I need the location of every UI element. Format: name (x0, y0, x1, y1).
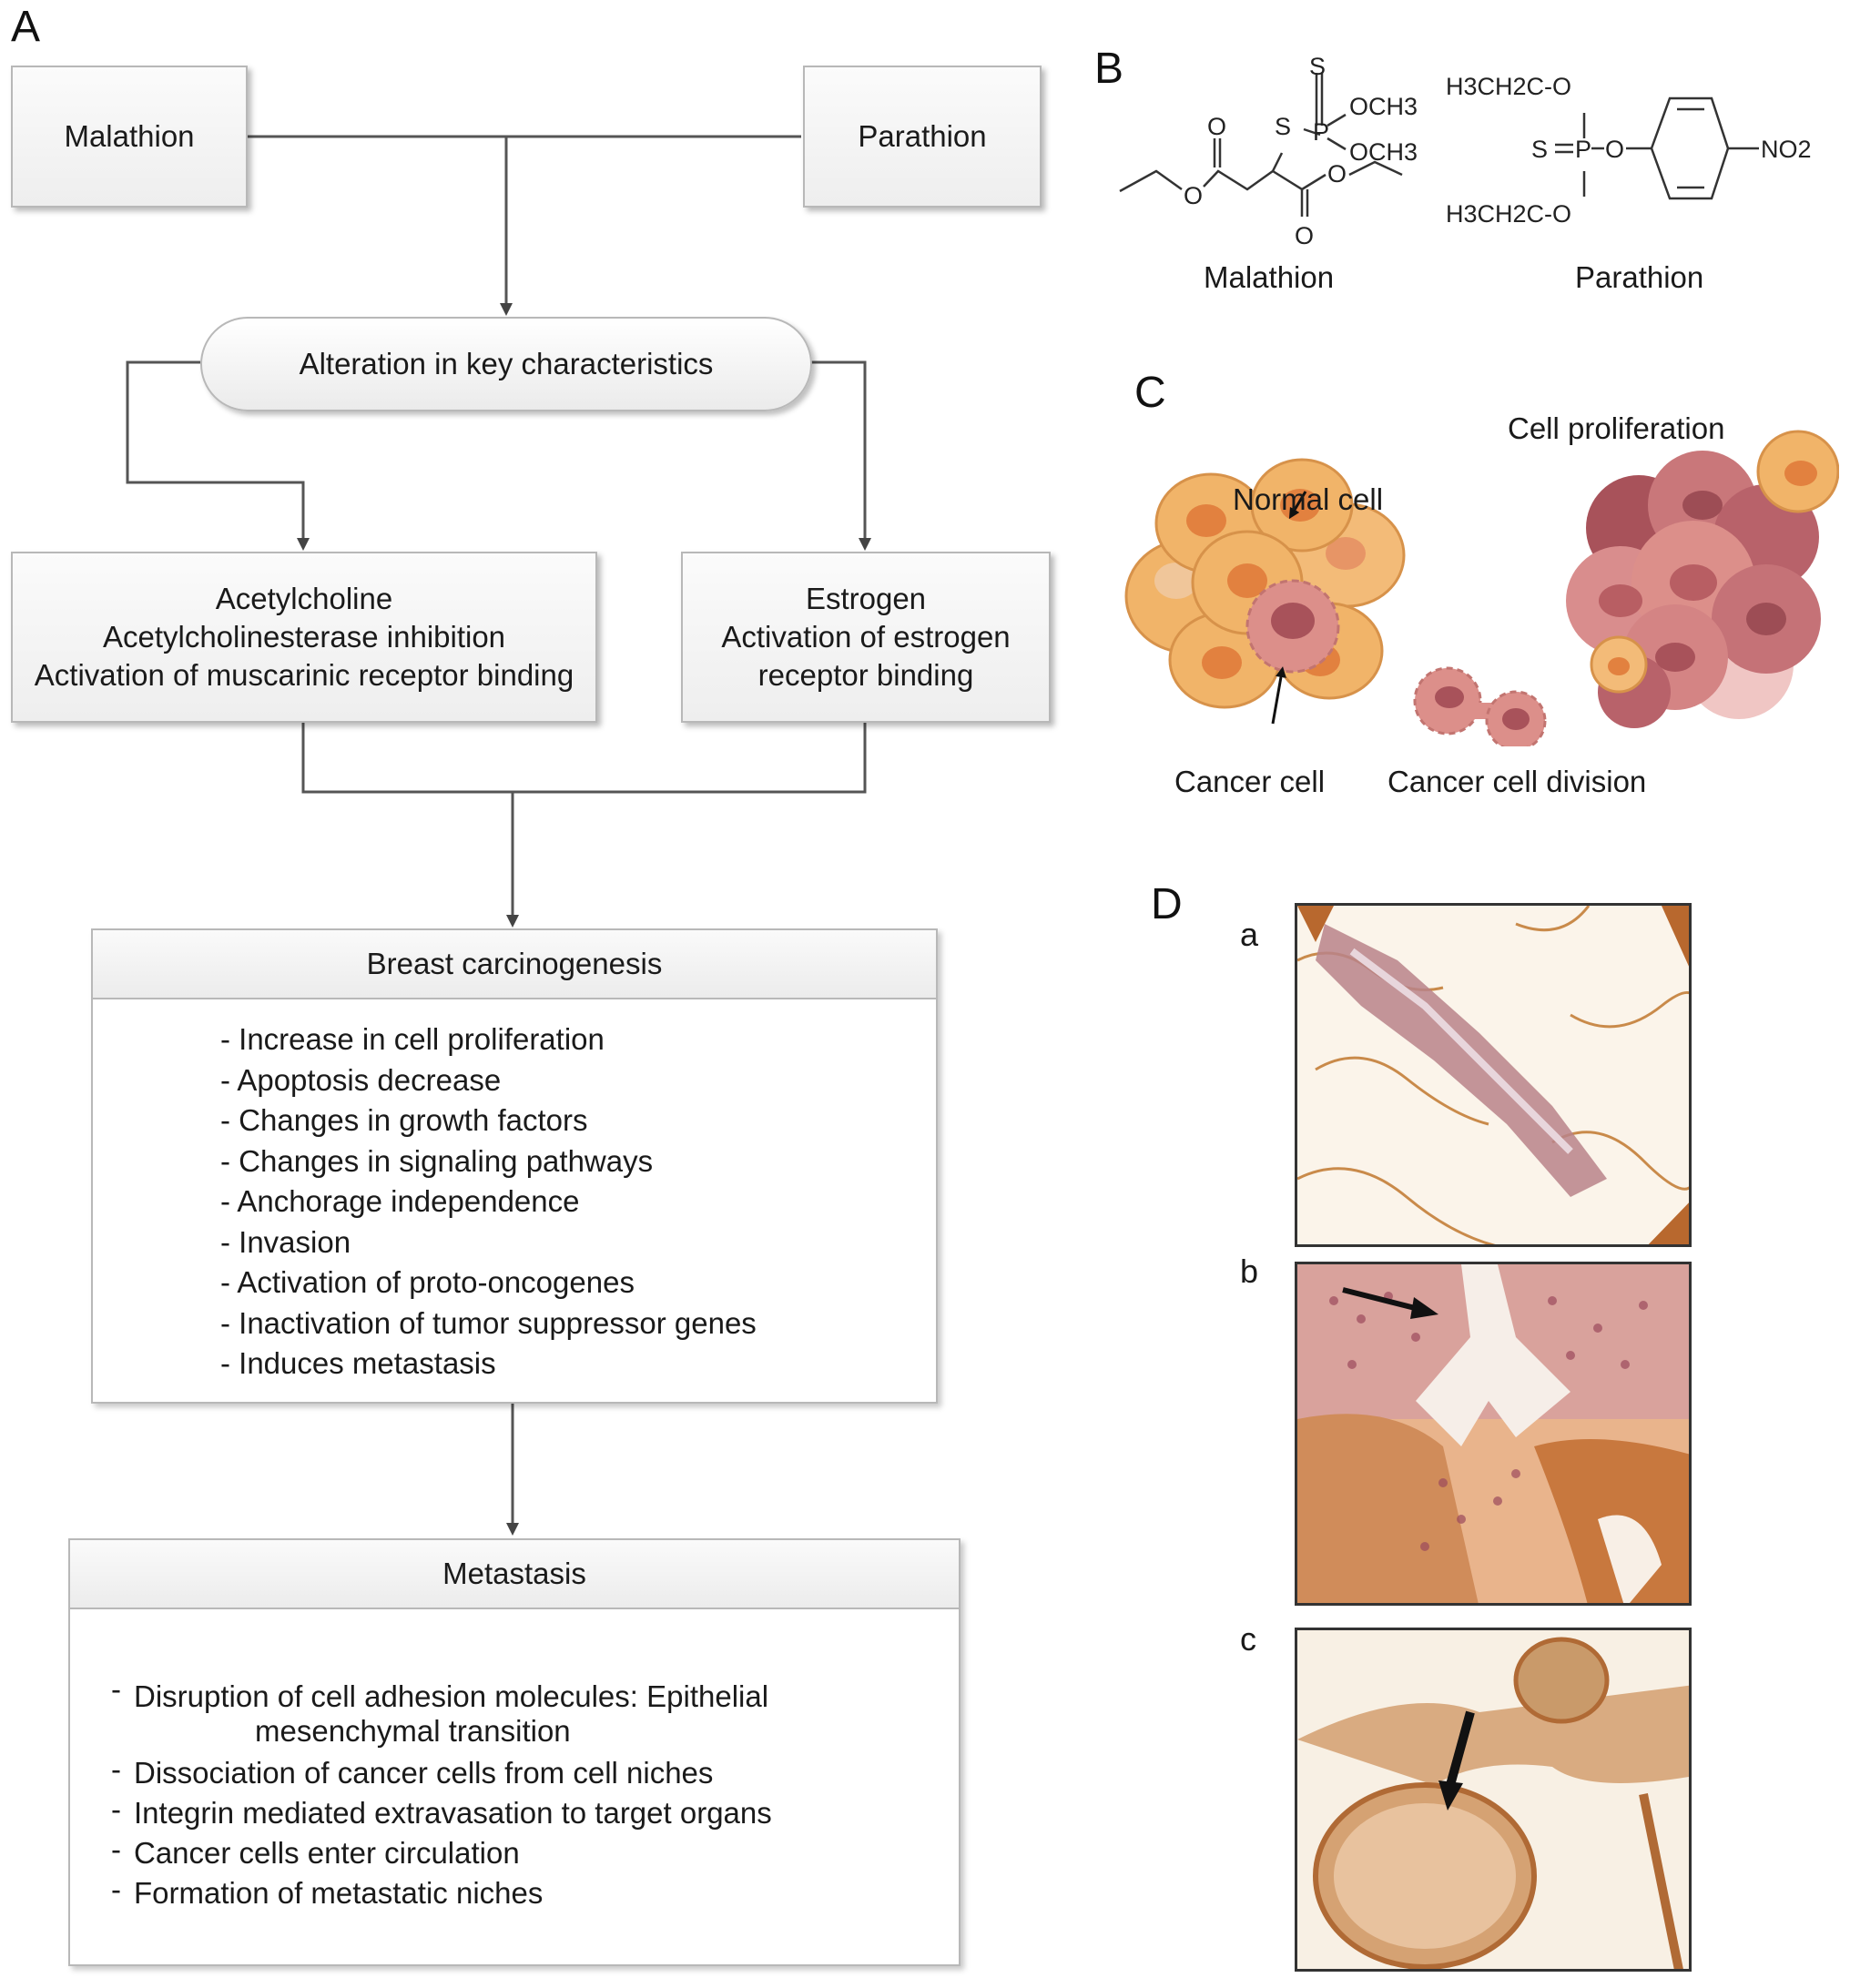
parathion-structure-name: Parathion (1575, 260, 1704, 294)
micrograph-b-image (1297, 1264, 1689, 1603)
acetylcholine-line3: Activation of muscarinic receptor bindin… (34, 658, 574, 692)
micrograph-b (1295, 1262, 1692, 1606)
parathion-p: P (1575, 136, 1591, 163)
malathion-s-top: S (1309, 55, 1326, 80)
parathion-ethoxy-top: H3CH2C-O (1446, 73, 1571, 100)
malathion-ethyl-right (1348, 160, 1403, 177)
list-item: - Anchorage independence (220, 1184, 580, 1218)
cancer-cell-shape (1245, 579, 1340, 674)
micrograph-a-image (1297, 906, 1689, 1244)
normal-cell-arrow (1288, 491, 1307, 520)
cancer-cell-division-shape (1413, 666, 1547, 746)
cancer-cell-division-label: Cancer cell division (1388, 765, 1647, 798)
malathion-s-side: S (1275, 113, 1291, 140)
parathion-o-link: O (1605, 136, 1624, 163)
micrograph-c-image (1297, 1630, 1689, 1969)
acetylcholine-line2: Acetylcholinesterase inhibition (102, 620, 506, 654)
list-item: - Induces metastasis (220, 1346, 496, 1380)
malathion-p: P (1313, 118, 1329, 146)
cell-proliferation-mass (1566, 430, 1839, 728)
malathion-o-carbonyl-left: O (1207, 113, 1226, 140)
parathion-box: Parathion (803, 66, 1042, 208)
panel-label-a: A (11, 3, 41, 51)
cancer-cell-arrow (1271, 666, 1286, 725)
malathion-s-p-bond (1303, 127, 1321, 137)
arrow-to-acetylcholine (126, 360, 310, 551)
breast-carcinogenesis-box: Breast carcinogenesis - Increase in cell… (91, 928, 938, 1404)
parathion-nitro: NO2 (1761, 136, 1812, 163)
parathion-box-label: Parathion (858, 119, 987, 153)
malathion-box: Malathion (11, 66, 248, 208)
flowchart-connectors (126, 135, 871, 1536)
malathion-ester-right-bond (1301, 173, 1327, 191)
list-item: - Invasion (220, 1224, 351, 1259)
alteration-label: Alteration in key characteristics (299, 347, 714, 380)
cancer-cell-label: Cancer cell (1174, 765, 1326, 798)
normal-cell-label: Normal cell (1233, 482, 1384, 516)
cell-proliferation-label: Cell proliferation (1508, 411, 1725, 445)
acetylcholine-title: Acetylcholine (215, 582, 393, 615)
estrogen-title: Estrogen (805, 582, 927, 615)
micrograph-label-c: c (1240, 1620, 1256, 1658)
list-item: - Changes in growth factors (220, 1103, 588, 1137)
malathion-o-ester-right: O (1327, 160, 1347, 188)
malathion-chain (1203, 169, 1274, 191)
micrograph-c (1295, 1628, 1692, 1972)
breast-carcinogenesis-title: Breast carcinogenesis (93, 930, 936, 999)
list-item: - Inactivation of tumor suppressor genes (220, 1305, 757, 1340)
metastasis-box: Metastasis - Disruption of cell adhesion… (68, 1538, 961, 1966)
parathion-s: S (1531, 136, 1548, 163)
list-item: - Changes in signaling pathways (220, 1143, 654, 1178)
parathion-benzene-inner (1677, 107, 1704, 189)
connector-merge (301, 722, 867, 794)
malathion-och3-b: OCH3 (1349, 138, 1418, 166)
malathion-box-label: Malathion (64, 119, 195, 153)
list-item: - Activation of proto-oncogenes (220, 1265, 635, 1299)
malathion-ethyl-left (1119, 169, 1183, 193)
estrogen-box: Estrogen Activation of estrogen receptor… (681, 552, 1051, 723)
malathion-p-och3-bonds (1327, 113, 1347, 151)
estrogen-line2: Activation of estrogen (721, 620, 1011, 654)
malathion-o-ester-left: O (1184, 182, 1203, 209)
chemical-structures: S S P OCH3 OCH3 O O O O H3CH2C-O H3CH2C-… (1119, 55, 1812, 249)
cell-illustration (1124, 430, 1839, 746)
micrograph-label-a: a (1240, 916, 1259, 953)
malathion-och3-a: OCH3 (1349, 93, 1418, 120)
breast-carcinogenesis-list: - Increase in cell proliferation - Apopt… (220, 1019, 757, 1384)
acetylcholine-box: Acetylcholine Acetylcholinesterase inhib… (11, 552, 597, 723)
malathion-carbonyl-left-bond (1213, 138, 1222, 167)
parathion-p-s-double (1555, 143, 1573, 154)
list-item: - Increase in cell proliferation (220, 1022, 605, 1056)
arrow-to-estrogen (810, 360, 871, 551)
malathion-carbonyl-right-bond (1272, 169, 1309, 217)
malathion-s-link (1271, 152, 1284, 172)
parathion-benzene-ring (1650, 96, 1730, 200)
micrograph-a (1295, 903, 1692, 1247)
malathion-o-carbonyl-right: O (1295, 222, 1314, 249)
parathion-ethoxy-bottom: H3CH2C-O (1446, 200, 1571, 228)
micrograph-label-b: b (1240, 1253, 1259, 1290)
estrogen-line3: receptor binding (757, 658, 974, 692)
list-item: - Apoptosis decrease (220, 1062, 502, 1097)
alteration-box: Alteration in key characteristics (200, 317, 812, 411)
metastasis-title: Metastasis (70, 1540, 959, 1609)
malathion-p-s-double (1315, 73, 1324, 126)
panel-label-b: B (1094, 45, 1124, 93)
malathion-structure-name: Malathion (1204, 260, 1335, 294)
panel-label-c: C (1134, 369, 1166, 417)
panel-label-d: D (1151, 880, 1183, 928)
